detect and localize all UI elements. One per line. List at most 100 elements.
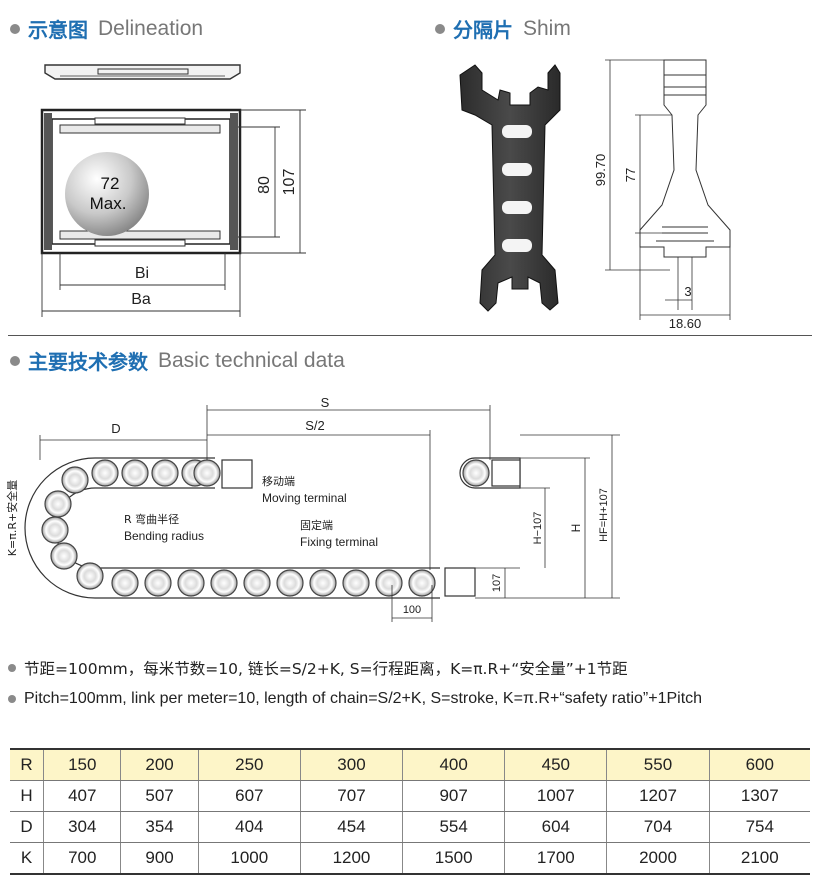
h-minus-label: H−107 xyxy=(532,512,544,545)
shim-total-height-label: 99.70 xyxy=(593,154,608,187)
bullet-icon xyxy=(10,23,20,34)
table-cell: 554 xyxy=(402,811,505,843)
shim-part-image xyxy=(459,64,561,312)
table-cell: 1700 xyxy=(504,842,607,875)
table-cell: 707 xyxy=(299,780,403,812)
table-cell: 300 xyxy=(299,748,403,781)
shim-dimensions xyxy=(605,59,731,320)
width-dimensions xyxy=(41,253,241,317)
bullet-icon xyxy=(435,23,445,34)
bending-radius-zh: R 弯曲半径 xyxy=(124,512,179,526)
table-row: R 150 200 250 300 400 450 550 600 xyxy=(10,748,810,781)
bullet-icon xyxy=(8,695,16,703)
moving-terminal-bracket xyxy=(221,459,253,489)
note-zh: 节距=100mm，每米节数=10, 链长=S/2+K, S=行程距离，K=π.R… xyxy=(8,657,628,679)
table-cell: 1007 xyxy=(504,780,607,812)
table-cell: 607 xyxy=(197,780,301,812)
fixing-terminal-en: Fixing terminal xyxy=(300,535,378,549)
pitch-label: 100 xyxy=(403,604,421,616)
table-cell: 200 xyxy=(120,748,199,781)
shim-drawing: 99.70 77 3 18.60 xyxy=(459,59,731,331)
table-cell: 704 xyxy=(606,811,710,843)
ball-value: 72 xyxy=(101,174,120,193)
table-cell: 2000 xyxy=(606,842,710,875)
note-zh-text: 节距=100mm，每米节数=10, 链长=S/2+K, S=行程距离，K=π.R… xyxy=(24,660,628,678)
table-cell: 150 xyxy=(43,748,121,781)
cover-top-view xyxy=(44,64,241,80)
table-row: D 304 354 404 454 554 604 704 754 xyxy=(10,811,810,843)
row-label: K xyxy=(10,842,44,875)
half-stroke-label: S/2 xyxy=(305,418,325,433)
table-cell: 550 xyxy=(606,748,710,781)
height-dimensions xyxy=(238,109,306,254)
table-cell: 600 xyxy=(708,748,810,781)
spec-table: R 150 200 250 300 400 450 550 600 H 407 … xyxy=(10,748,810,875)
basic-data-title-zh: 主要技术参数 xyxy=(28,350,148,374)
shim-title-en: Shim xyxy=(523,16,571,40)
table-row: K 700 900 1000 1200 1500 1700 2000 2100 xyxy=(10,842,810,875)
row-label: R xyxy=(10,748,44,781)
moving-terminal-en: Moving terminal xyxy=(262,491,347,505)
table-cell: 354 xyxy=(120,811,199,843)
basic-data-title-en: Basic technical data xyxy=(158,348,345,372)
max-ball-graphic xyxy=(65,152,149,236)
table-cell: 250 xyxy=(197,748,301,781)
h-label: H xyxy=(569,524,583,533)
delineation-title-en: Delineation xyxy=(98,16,204,40)
d-label: D xyxy=(111,421,120,436)
shim-base-width-label: 18.60 xyxy=(669,316,702,331)
note-en: Pitch=100mm, link per meter=10, length o… xyxy=(8,690,702,708)
note-en-text: Pitch=100mm, link per meter=10, length o… xyxy=(24,690,703,707)
side-view xyxy=(459,457,521,489)
delineation-title-zh: 示意图 xyxy=(28,18,88,42)
table-cell: 700 xyxy=(43,842,121,875)
table-cell: 454 xyxy=(299,811,403,843)
ba-label: Ba xyxy=(131,291,151,308)
table-cell: 754 xyxy=(708,811,810,843)
inner-height-label: 80 xyxy=(256,176,273,194)
bullet-icon xyxy=(8,664,16,672)
table-row: H 407 507 607 707 907 1007 1207 1307 xyxy=(10,780,810,812)
shim-mid-height-label: 77 xyxy=(623,168,638,182)
table-cell: 907 xyxy=(402,780,505,812)
bi-label: Bi xyxy=(135,265,149,282)
chain-dimensions xyxy=(39,405,620,622)
hf-label: HF=H+107 xyxy=(598,488,610,542)
chain-layout-drawing: S S/2 D K=π.R+安全量 移动端 Moving terminal R … xyxy=(5,395,620,622)
stroke-label: S xyxy=(321,395,330,410)
shim-profile xyxy=(639,59,731,258)
chain-links xyxy=(41,459,436,597)
shim-heading: 分隔片 Shim xyxy=(435,14,571,43)
delineation-drawing: 72 Max. 80 107 Bi Ba xyxy=(40,64,306,317)
fixing-terminal-bracket xyxy=(444,567,476,597)
table-cell: 1000 xyxy=(197,842,301,875)
table-cell: 1200 xyxy=(299,842,403,875)
ball-suffix: Max. xyxy=(90,194,127,213)
table-cell: 2100 xyxy=(708,842,810,875)
table-cell: 450 xyxy=(504,748,607,781)
bending-radius-en: Bending radius xyxy=(124,529,204,543)
basic-data-heading: 主要技术参数 Basic technical data xyxy=(10,346,345,375)
moving-terminal-zh: 移动端 xyxy=(262,475,295,488)
height-107-label: 107 xyxy=(491,574,503,592)
table-cell: 404 xyxy=(197,811,301,843)
table-cell: 604 xyxy=(504,811,607,843)
outer-height-label: 107 xyxy=(281,169,298,196)
k-formula-label: K=π.R+安全量 xyxy=(5,480,19,556)
table-cell: 1207 xyxy=(606,780,710,812)
table-cell: 507 xyxy=(120,780,199,812)
row-label: D xyxy=(10,811,44,843)
shim-slot-width-label: 3 xyxy=(684,284,691,299)
table-cell: 407 xyxy=(43,780,121,812)
delineation-heading: 示意图 Delineation xyxy=(10,14,203,43)
table-cell: 1307 xyxy=(708,780,810,812)
row-label: H xyxy=(10,780,44,812)
bullet-icon xyxy=(10,355,20,366)
table-cell: 1500 xyxy=(402,842,505,875)
section-divider xyxy=(8,335,812,336)
table-cell: 900 xyxy=(120,842,199,875)
shim-title-zh: 分隔片 xyxy=(453,18,513,42)
table-cell: 304 xyxy=(43,811,121,843)
fixing-terminal-zh: 固定端 xyxy=(300,518,333,532)
table-cell: 400 xyxy=(402,748,505,781)
